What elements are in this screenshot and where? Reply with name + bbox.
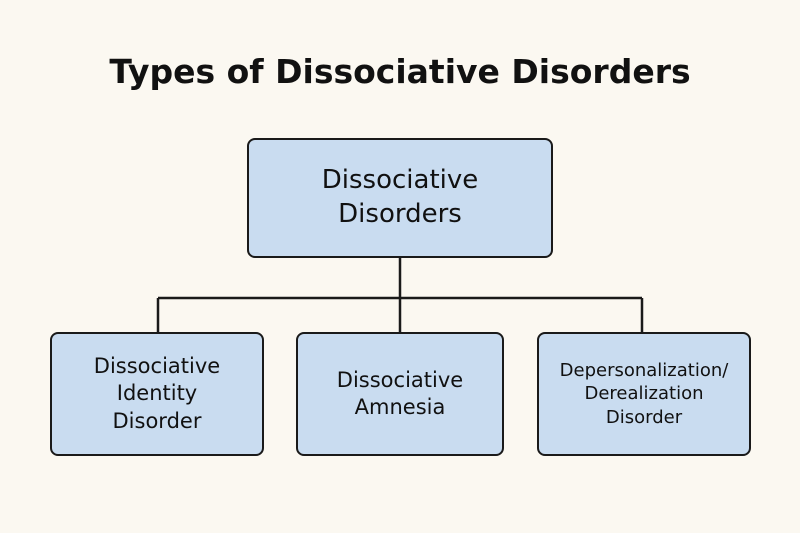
node-label: Identity (116, 381, 198, 406)
node-label: Dissociative (321, 165, 479, 196)
diagram-title: Types of Dissociative Disorders (109, 52, 691, 91)
node-label: Disorders (338, 199, 462, 229)
node-label: Disorder (605, 406, 683, 428)
node-label: Depersonalization/ (559, 359, 729, 381)
node-label: Disorder (112, 408, 202, 433)
node-label: Dissociative (336, 367, 464, 392)
node-label: Derealization (584, 383, 704, 405)
node-label: Amnesia (354, 395, 446, 419)
node-label: Dissociative (93, 354, 221, 379)
